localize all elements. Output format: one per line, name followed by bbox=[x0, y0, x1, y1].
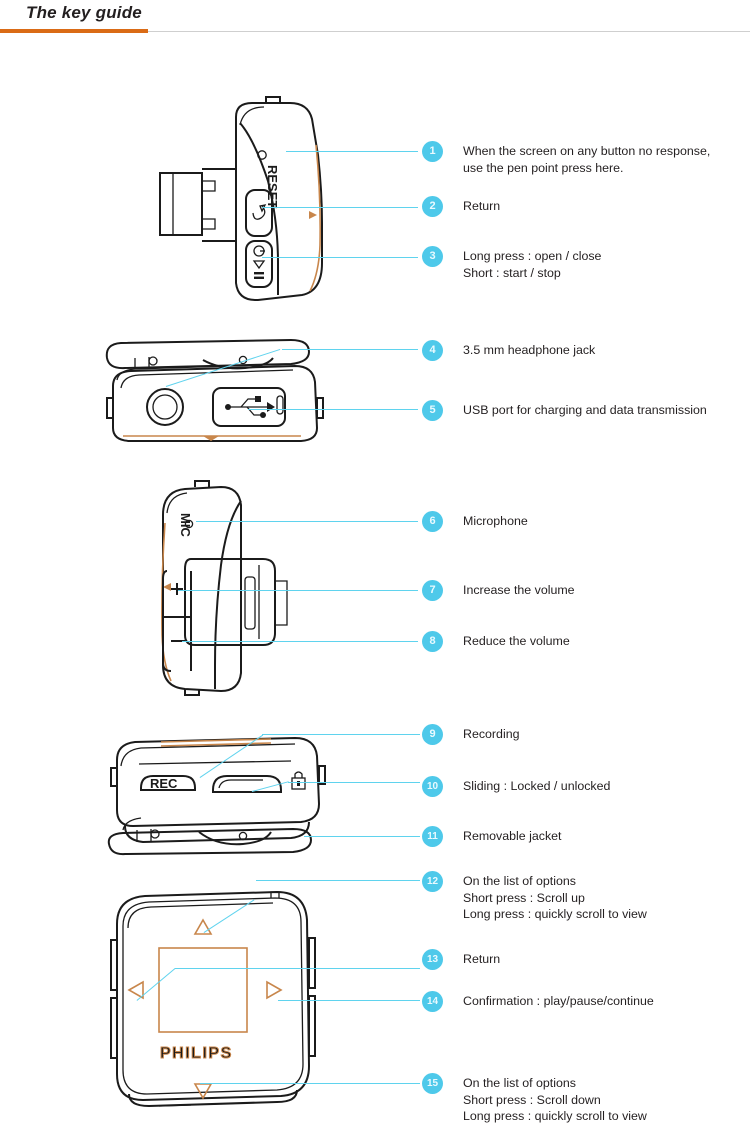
leader-line-10 bbox=[288, 782, 420, 784]
callout-text: On the list of options Short press : Scr… bbox=[463, 1076, 647, 1123]
illustration-bottom-view: REC bbox=[95, 726, 335, 856]
callout-badge: 15 bbox=[422, 1073, 443, 1094]
callout-10: 10 Sliding : Locked / unlocked bbox=[422, 776, 610, 797]
jacket-pivot-icon bbox=[238, 831, 248, 841]
leader-line-4 bbox=[282, 349, 418, 351]
illustration-front-view: PHILIPS bbox=[95, 880, 325, 1120]
callout-6: 6 Microphone bbox=[422, 511, 528, 532]
illustration-left-side-view: MIC bbox=[145, 480, 345, 700]
callout-text: Recording bbox=[463, 727, 520, 741]
brand-label: PHILIPS bbox=[160, 1045, 233, 1062]
leader-line-12 bbox=[256, 880, 420, 882]
illustration-top-view bbox=[95, 336, 335, 446]
callout-text: Reduce the volume bbox=[463, 634, 570, 648]
callout-badge: 6 bbox=[422, 511, 443, 532]
leader-line-11 bbox=[304, 836, 420, 838]
header-divider bbox=[0, 31, 750, 32]
callout-text: Increase the volume bbox=[463, 583, 575, 597]
callout-badge: 12 bbox=[422, 871, 443, 892]
callout-badge: 1 bbox=[422, 141, 443, 162]
leader-line-2 bbox=[262, 207, 418, 209]
callout-text: Long press : open / close Short : start … bbox=[463, 249, 602, 280]
callout-badge: 9 bbox=[422, 724, 443, 745]
down-triangle-icon bbox=[193, 1083, 213, 1100]
callout-11: 11 Removable jacket bbox=[422, 826, 561, 847]
leader-line-13 bbox=[175, 968, 420, 970]
leader-line-6 bbox=[196, 521, 418, 523]
callout-15: 15 On the list of options Short press : … bbox=[422, 1073, 647, 1125]
callout-7: 7 Increase the volume bbox=[422, 580, 575, 601]
leader-line-15 bbox=[200, 1083, 420, 1085]
lock-icon bbox=[291, 771, 306, 790]
usb-icon bbox=[225, 396, 275, 418]
callout-text: Removable jacket bbox=[463, 829, 562, 843]
callout-5: 5 USB port for charging and data transmi… bbox=[422, 400, 707, 421]
leader-line-7 bbox=[178, 590, 418, 592]
callout-3: 3 Long press : open / close Short : star… bbox=[422, 246, 601, 281]
microphone-hole-icon bbox=[184, 519, 194, 529]
callout-badge: 8 bbox=[422, 631, 443, 652]
callout-4: 4 3.5 mm headphone jack bbox=[422, 340, 595, 361]
callout-badge: 13 bbox=[422, 949, 443, 970]
volume-up-icon bbox=[171, 583, 183, 595]
callout-badge: 11 bbox=[422, 826, 443, 847]
callout-badge: 5 bbox=[422, 400, 443, 421]
headphone-jack-icon bbox=[146, 388, 184, 426]
illustration-right-side-view: RESET bbox=[140, 95, 340, 310]
page-title: The key guide bbox=[26, 3, 142, 22]
callout-text: USB port for charging and data transmiss… bbox=[463, 403, 707, 417]
lock-slider bbox=[212, 775, 282, 793]
usb-port bbox=[212, 387, 286, 427]
callout-9: 9 Recording bbox=[422, 724, 519, 745]
rec-button bbox=[140, 775, 196, 791]
callout-badge: 2 bbox=[422, 196, 443, 217]
leader-line-5 bbox=[248, 409, 418, 411]
callout-8: 8 Reduce the volume bbox=[422, 631, 570, 652]
leader-line-8 bbox=[182, 641, 418, 643]
callout-1: 1 When the screen on any button no respo… bbox=[422, 141, 710, 176]
power-play-pause-icon bbox=[252, 245, 266, 280]
callout-badge: 10 bbox=[422, 776, 443, 797]
callout-badge: 7 bbox=[422, 580, 443, 601]
leader-line-14 bbox=[278, 1000, 420, 1002]
right-triangle-icon bbox=[266, 980, 283, 1000]
callout-text: Sliding : Locked / unlocked bbox=[463, 779, 611, 793]
rec-label: REC bbox=[150, 776, 178, 791]
callout-badge: 4 bbox=[422, 340, 443, 361]
callout-text: Microphone bbox=[463, 514, 528, 528]
callout-text: On the list of options Short press : Scr… bbox=[463, 874, 647, 921]
callout-badge: 3 bbox=[422, 246, 443, 267]
leader-line-3 bbox=[262, 257, 418, 259]
page-header: The key guide bbox=[0, 0, 750, 34]
callout-text: Return bbox=[463, 952, 501, 966]
callout-14: 14 Confirmation : play/pause/continue bbox=[422, 991, 654, 1012]
reset-pinhole-icon bbox=[257, 150, 267, 160]
leader-line-9 bbox=[262, 734, 420, 736]
callout-text: When the screen on any button no respons… bbox=[463, 144, 711, 175]
screen bbox=[158, 947, 248, 1033]
left-triangle-icon bbox=[127, 980, 144, 1000]
callout-13: 13 Return bbox=[422, 949, 500, 970]
callout-text: Confirmation : play/pause/continue bbox=[463, 994, 654, 1008]
callout-text: Return bbox=[463, 199, 501, 213]
callout-badge: 14 bbox=[422, 991, 443, 1012]
reset-label: RESET bbox=[265, 165, 280, 208]
callout-text: 3.5 mm headphone jack bbox=[463, 343, 596, 357]
callout-12: 12 On the list of options Short press : … bbox=[422, 871, 647, 923]
up-triangle-icon bbox=[193, 918, 213, 935]
callout-2: 2 Return bbox=[422, 196, 500, 217]
header-accent-bar bbox=[0, 29, 148, 33]
leader-line-1 bbox=[286, 151, 418, 153]
